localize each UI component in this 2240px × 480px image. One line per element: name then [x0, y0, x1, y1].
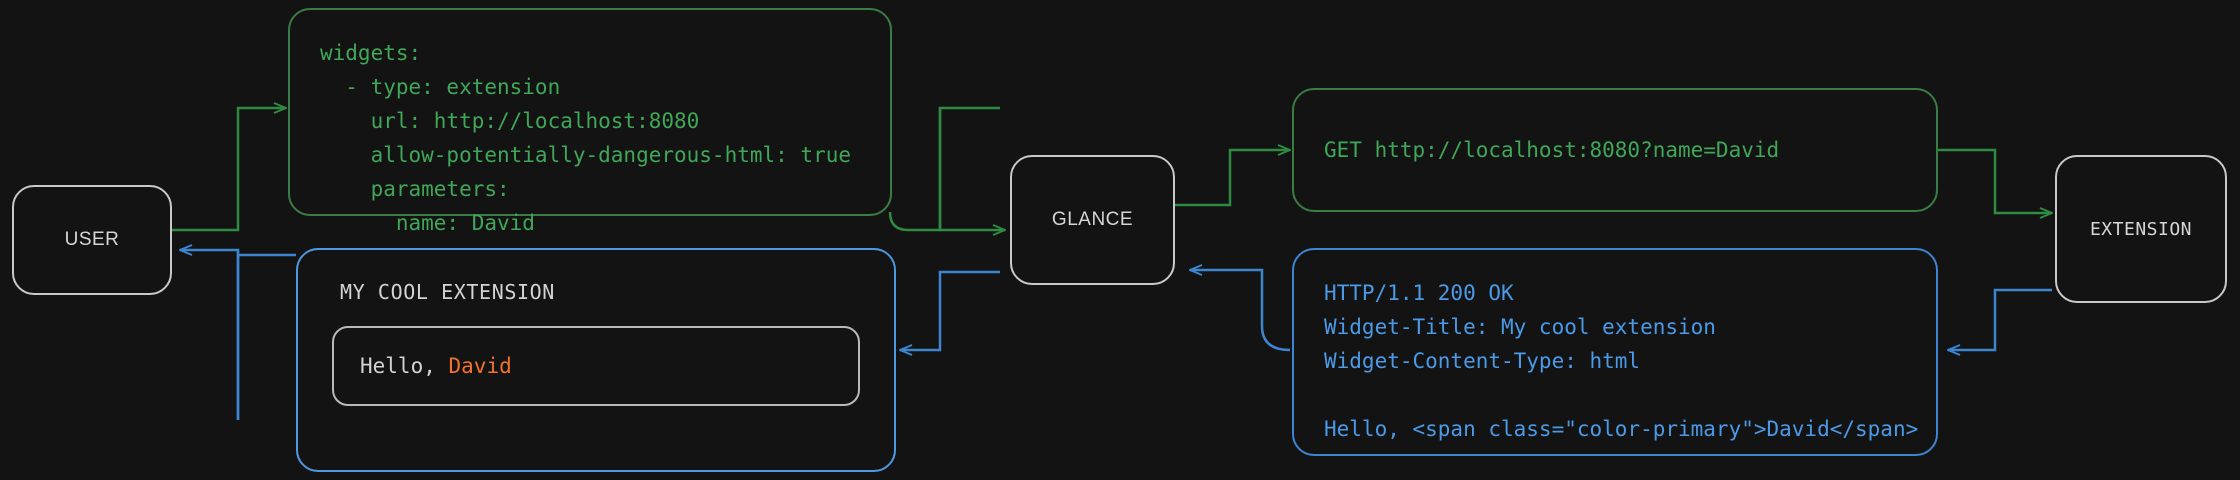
widget-greeting-name: David	[448, 354, 512, 378]
widget-preview-body: Hello, David	[332, 326, 860, 406]
http-response-block: HTTP/1.1 200 OK Widget-Title: My cool ex…	[1292, 248, 1938, 456]
http-request-block: GET http://localhost:8080?name=David	[1292, 88, 1938, 212]
node-extension[interactable]: EXTENSION	[2055, 155, 2227, 303]
edge-user-to-config	[172, 108, 286, 232]
edge-extension-to-response	[1948, 288, 2052, 350]
node-glance-label: GLANCE	[1051, 209, 1134, 230]
edge-response-to-glance	[1190, 270, 1291, 352]
edge-widget-to-user	[180, 250, 296, 290]
node-user-label: USER	[64, 229, 120, 250]
node-glance[interactable]: GLANCE	[1010, 155, 1175, 285]
node-user[interactable]: USER	[12, 185, 172, 295]
edge-glance-to-widget	[900, 270, 1000, 350]
node-extension-label: EXTENSION	[2089, 218, 2193, 240]
edge-config-to-glance	[888, 106, 1000, 232]
edge-glance-to-request	[1175, 150, 1290, 207]
config-yaml-block: widgets: - type: extension url: http://l…	[288, 8, 892, 235]
widget-preview-panel: MY COOL EXTENSION Hello, David	[296, 248, 896, 472]
widget-preview-title: MY COOL EXTENSION	[340, 280, 555, 304]
edge-request-to-extension	[1935, 148, 2052, 213]
edge-config-glance-arrow	[938, 108, 1005, 230]
widget-greeting-prefix: Hello,	[360, 354, 449, 378]
edge-widget-user-path	[180, 250, 240, 420]
edge-config-to-glance-2	[940, 108, 1005, 230]
edge-widget-to-user-main	[180, 250, 296, 420]
